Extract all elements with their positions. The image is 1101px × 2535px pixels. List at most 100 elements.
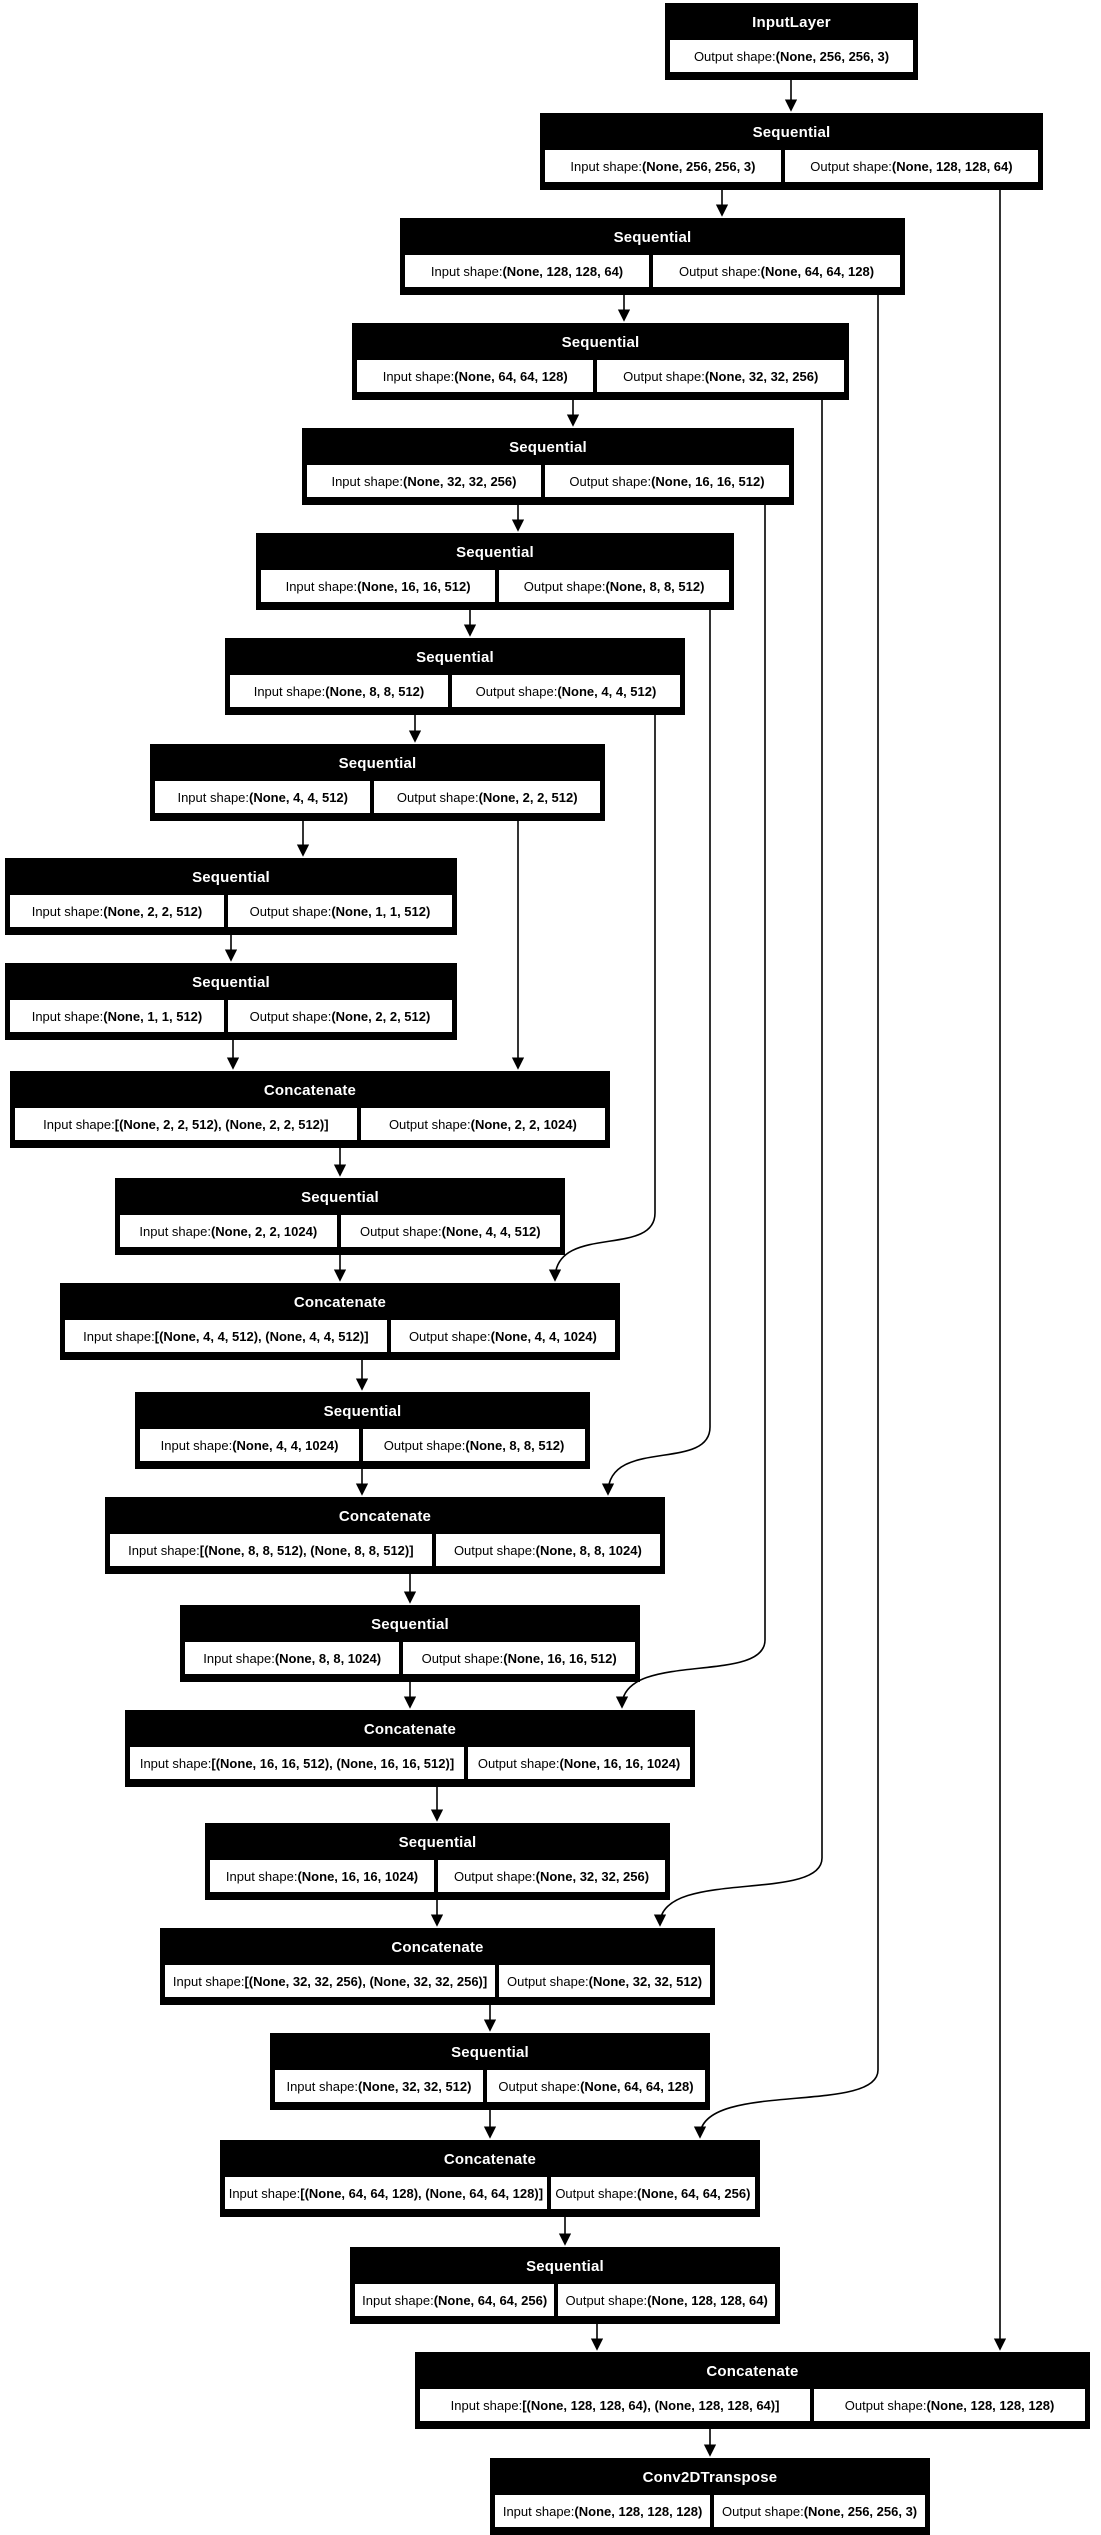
input-shape-cell: Input shape: [(None, 16, 16, 512), (None… [130, 1747, 464, 1779]
input-shape-cell: Input shape: (None, 64, 64, 128) [357, 360, 594, 392]
input-shape-value: (None, 32, 32, 256) [403, 473, 517, 489]
output-shape-value: (None, 4, 4, 512) [441, 1223, 541, 1239]
layer-type-label: Concatenate [706, 2363, 799, 2380]
layer-type-label: Sequential [451, 2044, 529, 2061]
input-shape-cell: Input shape: (None, 64, 64, 256) [355, 2284, 555, 2316]
shape-cells: Input shape: [(None, 64, 64, 128), (None… [225, 2177, 755, 2209]
layer-type-label: Sequential [613, 229, 692, 246]
output-shape-cell: Output shape: (None, 16, 16, 512) [544, 465, 790, 497]
input-shape-prefix: Input shape: [253, 683, 326, 699]
output-shape-prefix: Output shape: [810, 158, 892, 174]
output-shape-prefix: Output shape: [388, 1116, 471, 1132]
output-shape-cell: Output shape: (None, 256, 256, 3) [714, 2495, 925, 2527]
output-shape-value: (None, 8, 8, 512) [465, 1437, 565, 1453]
shape-cells: Input shape: (None, 16, 16, 1024)Output … [210, 1860, 666, 1892]
output-shape-prefix: Output shape: [421, 1650, 504, 1666]
input-shape-prefix: Input shape: [382, 368, 455, 384]
input-shape-value: (None, 128, 128, 128) [574, 2503, 703, 2519]
input-shape-prefix: Input shape: [177, 789, 250, 805]
output-shape-cell: Output shape: (None, 64, 64, 128) [486, 2070, 706, 2102]
output-shape-cell: Output shape: (None, 2, 2, 512) [374, 781, 601, 813]
input-shape-cell: Input shape: [(None, 8, 8, 512), (None, … [110, 1534, 432, 1566]
input-shape-prefix: Input shape: [430, 263, 503, 279]
input-shape-cell: Input shape: (None, 2, 2, 1024) [120, 1215, 337, 1247]
output-shape-value: (None, 64, 64, 128) [760, 263, 875, 279]
input-shape-cell: Input shape: (None, 2, 2, 512) [10, 895, 224, 927]
shape-cells: Input shape: (None, 4, 4, 512)Output sha… [155, 781, 601, 813]
layer-type-label: Sequential [456, 544, 534, 561]
layer-type-label: Sequential [561, 334, 640, 351]
input-shape-value: [(None, 64, 64, 128), (None, 64, 64, 128… [300, 2185, 544, 2201]
layer-type-label: Concatenate [443, 2151, 537, 2168]
output-shape-prefix: Output shape: [555, 2185, 637, 2201]
output-shape-prefix: Output shape: [678, 263, 761, 279]
input-shape-cell: Input shape: [(None, 64, 64, 128), (None… [225, 2177, 547, 2209]
input-shape-prefix: Input shape: [331, 473, 404, 489]
shape-cells: Input shape: (None, 1, 1, 512)Output sha… [10, 1000, 453, 1032]
output-shape-value: (None, 2, 2, 512) [478, 789, 578, 805]
input-shape-cell: Input shape: (None, 1, 1, 512) [10, 1000, 224, 1032]
input-shape-cell: Input shape: (None, 128, 128, 64) [405, 255, 650, 287]
input-shape-cell: Input shape: (None, 256, 256, 3) [545, 150, 781, 182]
input-shape-value: (None, 2, 2, 1024) [210, 1223, 318, 1239]
edge-skip-4-to-19 [653, 400, 823, 1927]
input-shape-value: [(None, 4, 4, 512), (None, 4, 4, 512)] [154, 1328, 369, 1344]
output-shape-cell: Output shape: (None, 4, 4, 512) [340, 1215, 560, 1247]
layer-type-label: Concatenate [293, 1294, 387, 1311]
input-shape-prefix: Input shape: [228, 2185, 301, 2201]
output-shape-prefix: Output shape: [383, 1437, 466, 1453]
shape-cells: Input shape: (None, 64, 64, 128)Output s… [357, 360, 845, 392]
input-shape-cell: Input shape: [(None, 32, 32, 256), (None… [165, 1965, 496, 1997]
layer-type-label: Concatenate [338, 1508, 432, 1525]
input-shape-prefix: Input shape: [362, 2292, 434, 2308]
layer-type-label: InputLayer [752, 14, 831, 31]
input-shape-prefix: Input shape: [139, 1755, 212, 1771]
input-shape-prefix: Input shape: [128, 1542, 200, 1558]
input-shape-prefix: Input shape: [43, 1116, 115, 1132]
output-shape-prefix: Output shape: [396, 789, 479, 805]
layer-type-label: Sequential [526, 2258, 604, 2275]
input-shape-cell: Input shape: (None, 8, 8, 1024) [185, 1642, 400, 1674]
output-shape-value: (None, 16, 16, 512) [503, 1650, 617, 1666]
input-shape-value: (None, 256, 256, 3) [641, 158, 756, 174]
layer-type-label: Sequential [416, 649, 494, 666]
input-shape-prefix: Input shape: [286, 2078, 359, 2094]
output-shape-value: (None, 128, 128, 128) [926, 2397, 1055, 2413]
output-shape-cell: Output shape: (None, 32, 32, 256) [438, 1860, 666, 1892]
layer-type-label: Concatenate [363, 1721, 457, 1738]
shape-cells: Input shape: (None, 256, 256, 3) Output s… [545, 150, 1039, 182]
output-shape-cell: Output shape: (None, 2, 2, 1024) [360, 1108, 606, 1140]
layer-type-label: Sequential [398, 1834, 477, 1851]
input-shape-value: (None, 16, 16, 1024) [297, 1868, 419, 1884]
edge-skip-7-to-13 [548, 715, 656, 1282]
input-shape-value: [(None, 128, 128, 64), (None, 128, 128, … [522, 2397, 780, 2413]
layer-type-label: Sequential [338, 755, 417, 772]
output-shape-prefix: Output shape: [249, 903, 332, 919]
input-shape-value: (None, 32, 32, 512) [358, 2078, 472, 2094]
input-shape-cell: Input shape: (None, 4, 4, 512) [155, 781, 371, 813]
output-shape-prefix: Output shape: [623, 368, 705, 384]
input-shape-prefix: Input shape: [160, 1437, 233, 1453]
layer-type-label: Sequential [323, 1403, 402, 1420]
layer-type-label: Sequential [509, 439, 587, 456]
output-shape-prefix: Output shape: [475, 683, 558, 699]
output-shape-value: (None, 32, 32, 256) [704, 368, 819, 384]
input-shape-value: [(None, 16, 16, 512), (None, 16, 16, 512… [211, 1755, 455, 1771]
shape-cells: Input shape: [(None, 128, 128, 64), (Non… [420, 2389, 1085, 2421]
shape-cells: Input shape: (None, 64, 64, 256)Output s… [355, 2284, 776, 2316]
shape-cells: Input shape: [(None, 16, 16, 512), (None… [130, 1747, 691, 1779]
output-shape-value: (None, 128, 128, 64) [647, 2292, 768, 2308]
output-shape-cell: Output shape: (None, 32, 32, 256) [597, 360, 845, 392]
